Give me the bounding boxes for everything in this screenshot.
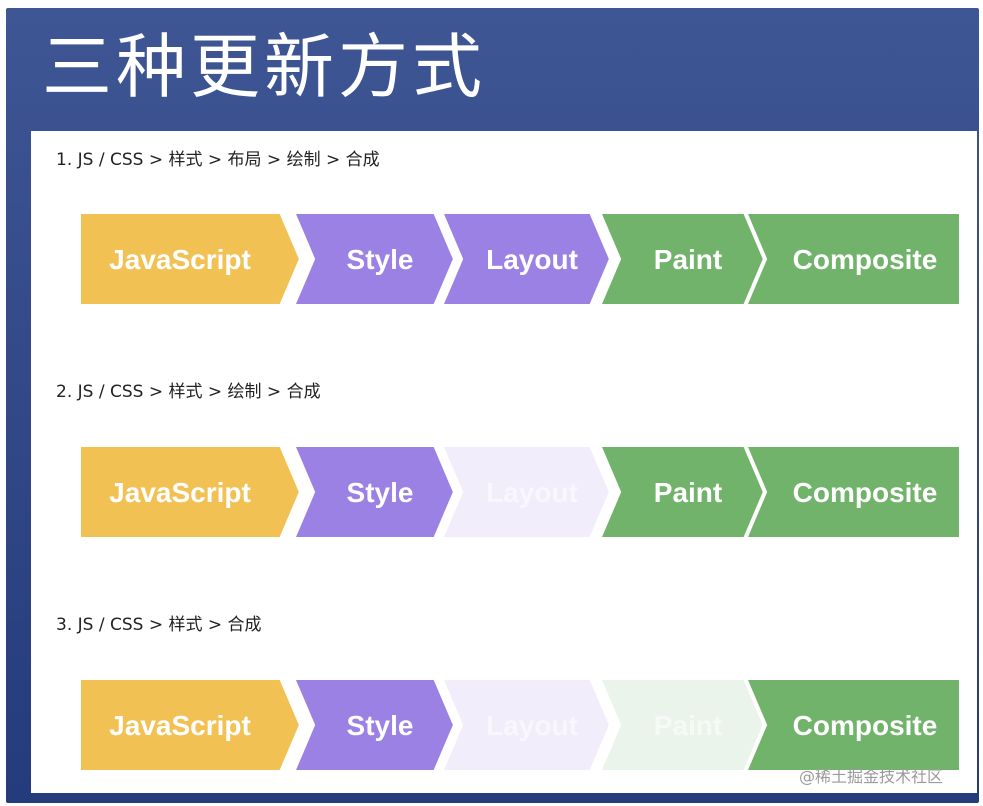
- stage-layout-row-1: Layout: [437, 210, 614, 308]
- pipeline-row-3: JavaScript Style Layout Paint Composite: [77, 676, 963, 774]
- stage-shape: [741, 676, 963, 774]
- stage-shape: [437, 443, 614, 541]
- stage-label: JavaScript: [109, 710, 251, 741]
- stage-label: Style: [347, 244, 414, 275]
- stage-label: Layout: [486, 477, 578, 508]
- stage-label: Layout: [486, 244, 578, 275]
- stage-shape: [289, 443, 458, 541]
- stage-paint-row-1: Paint: [595, 210, 768, 308]
- stage-shape: [77, 676, 304, 774]
- stage-label: Style: [347, 710, 414, 741]
- pipeline-svg: JavaScript Style Layout Paint Composite: [77, 210, 963, 308]
- row-2-label: 2. JS / CSS > 样式 > 绘制 > 合成: [56, 382, 321, 402]
- stage-style-row-3: Style: [289, 676, 458, 774]
- stage-shape: [437, 210, 614, 308]
- stage-paint-row-3: Paint: [595, 676, 768, 774]
- stage-label: Composite: [793, 244, 938, 275]
- stage-label: Layout: [486, 710, 578, 741]
- stage-composite-row-3: Composite: [741, 676, 963, 774]
- stage-shape: [77, 443, 304, 541]
- watermark: @稀土掘金技术社区: [799, 767, 944, 786]
- slide-title: 三种更新方式: [42, 26, 486, 108]
- stage-layout-row-2: Layout: [437, 443, 614, 541]
- stage-shape: [437, 676, 614, 774]
- stage-shape: [741, 443, 963, 541]
- stage-label: Paint: [654, 710, 722, 741]
- stage-label: Composite: [793, 710, 938, 741]
- stage-style-row-2: Style: [289, 443, 458, 541]
- stage-javascript-row-1: JavaScript: [77, 210, 304, 308]
- stage-javascript-row-3: JavaScript: [77, 676, 304, 774]
- stage-label: Style: [347, 477, 414, 508]
- stage-label: Composite: [793, 477, 938, 508]
- stage-style-row-1: Style: [289, 210, 458, 308]
- stage-shape: [77, 210, 304, 308]
- stage-composite-row-1: Composite: [741, 210, 963, 308]
- stage-composite-row-2: Composite: [741, 443, 963, 541]
- stage-paint-row-2: Paint: [595, 443, 768, 541]
- stage-shape: [289, 210, 458, 308]
- pipeline-row-2: JavaScript Style Layout Paint Composite: [77, 443, 963, 541]
- stage-label: Paint: [654, 477, 722, 508]
- stage-shape: [289, 676, 458, 774]
- stage-label: Paint: [654, 244, 722, 275]
- row-3-label: 3. JS / CSS > 样式 > 合成: [56, 615, 262, 635]
- stage-javascript-row-2: JavaScript: [77, 443, 304, 541]
- stage-layout-row-3: Layout: [437, 676, 614, 774]
- row-1-label: 1. JS / CSS > 样式 > 布局 > 绘制 > 合成: [56, 150, 380, 170]
- stage-label: JavaScript: [109, 244, 251, 275]
- pipeline-svg: JavaScript Style Layout Paint Composite: [77, 676, 963, 774]
- pipeline-svg: JavaScript Style Layout Paint Composite: [77, 443, 963, 541]
- stage-label: JavaScript: [109, 477, 251, 508]
- pipeline-row-1: JavaScript Style Layout Paint Composite: [77, 210, 963, 308]
- stage-shape: [741, 210, 963, 308]
